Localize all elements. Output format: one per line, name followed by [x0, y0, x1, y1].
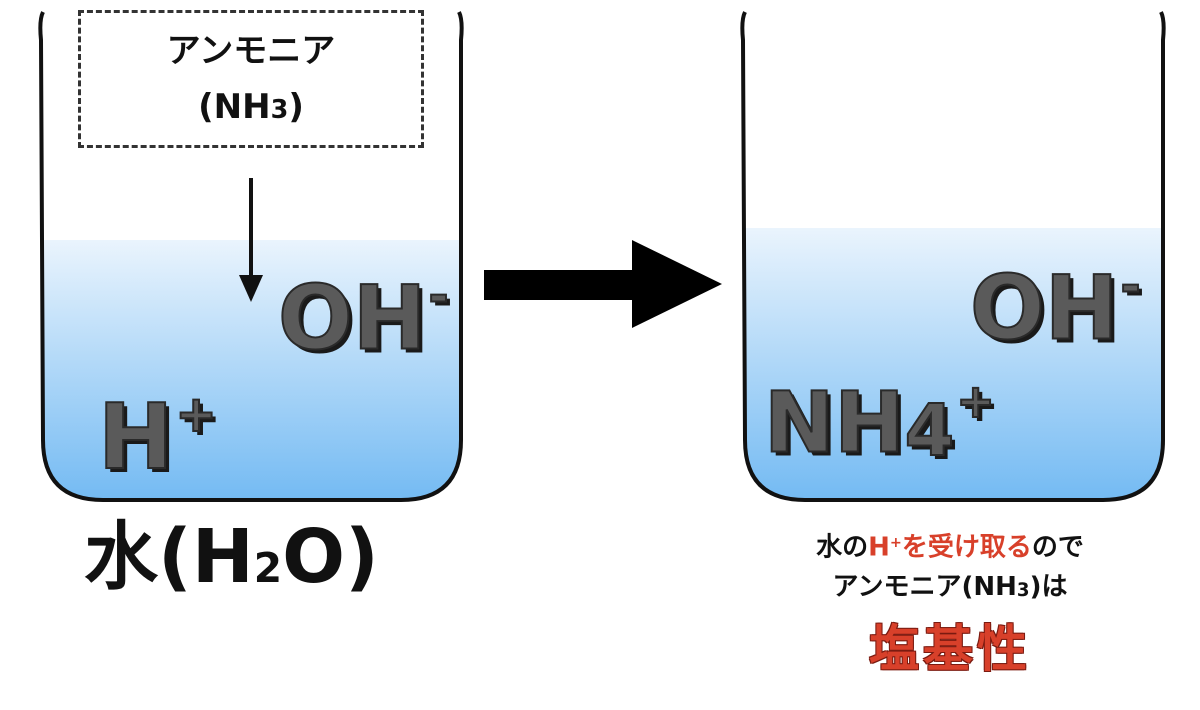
conclusion-basic-label: 塩基性: [869, 620, 1031, 679]
right-beaker-water: [745, 228, 1163, 500]
ammonia-formula: (NH3): [198, 87, 304, 127]
conclusion-line-2: アンモニア(NH3)は: [832, 571, 1068, 602]
right-beaker-outline: [740, 11, 1166, 502]
left-beaker-outline: [38, 11, 464, 502]
addition-arrow: [239, 178, 263, 302]
right-beaker: [740, 11, 1166, 502]
ammonia-reagent-box: アンモニア (NH3): [78, 10, 424, 148]
left-hydroxide-ion: OH-: [277, 266, 450, 370]
right-ammonium-ion: NH4+: [763, 373, 996, 473]
conclusion-text: 水のH+を受け取るので アンモニア(NH3)は 塩基性: [740, 524, 1160, 684]
conclusion-line-1: 水のH+を受け取るので: [816, 532, 1084, 563]
ammonia-name: アンモニア: [166, 31, 336, 71]
reaction-arrow: [484, 240, 722, 328]
left-hydrogen-ion: H+: [97, 385, 218, 491]
water-label: 水(H2O): [84, 514, 379, 600]
right-hydroxide-ion: OH-: [969, 256, 1142, 360]
